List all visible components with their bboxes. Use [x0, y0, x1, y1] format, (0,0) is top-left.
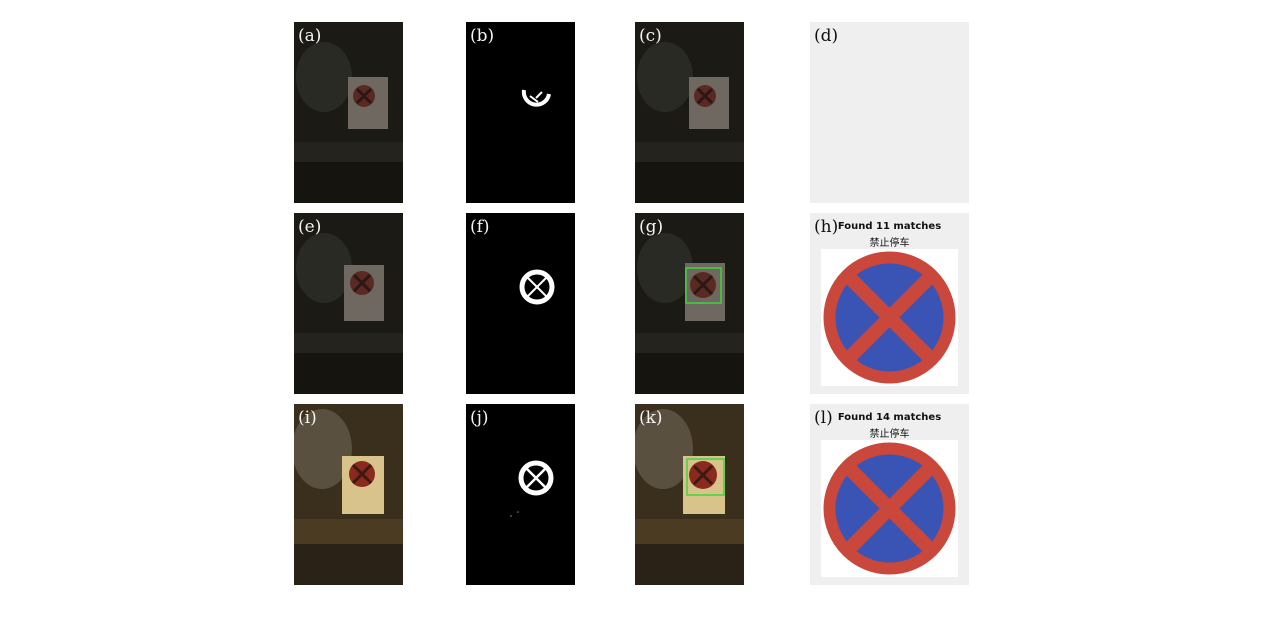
panel-label-j: (j)	[470, 408, 489, 428]
lit-photo-sign	[294, 404, 403, 585]
panel-label-d: (d)	[814, 26, 839, 46]
match-subtitle: 禁止停车	[869, 238, 910, 249]
panel-e: (e)	[294, 213, 403, 394]
binary-mask	[466, 22, 575, 203]
panel-label-e: (e)	[298, 217, 322, 237]
no-parking-sign-icon	[821, 249, 958, 386]
panel-a: (a)	[294, 22, 403, 203]
match-title: Found 14 matches	[837, 412, 942, 423]
night-photo-sign	[294, 22, 403, 203]
panel-l: (l) Found 14 matches 禁止停车	[810, 404, 969, 585]
panel-c: (c)	[635, 22, 744, 203]
panel-label-c: (c)	[639, 26, 662, 46]
panel-d: (d)	[810, 22, 969, 203]
match-title: Found 11 matches	[837, 221, 942, 232]
panel-f: (f)	[466, 213, 575, 394]
binary-mask	[466, 404, 575, 585]
panel-label-g: (g)	[639, 217, 664, 237]
panel-label-k: (k)	[639, 408, 663, 428]
lit-photo-sign-detected	[635, 404, 744, 585]
panel-g: (g)	[635, 213, 744, 394]
no-parking-sign-icon	[821, 440, 958, 577]
panel-label-l: (l)	[814, 408, 833, 428]
panel-h: (h) Found 11 matches 禁止停车	[810, 213, 969, 394]
night-photo-sign	[635, 22, 744, 203]
match-subtitle: 禁止停车	[869, 429, 910, 440]
panel-label-a: (a)	[298, 26, 322, 46]
panel-k: (k)	[635, 404, 744, 585]
panel-label-b: (b)	[470, 26, 495, 46]
panel-label-i: (i)	[298, 408, 317, 428]
binary-mask	[466, 213, 575, 394]
night-photo-sign-detected	[635, 213, 744, 394]
night-photo-sign	[294, 213, 403, 394]
panel-j: (j)	[466, 404, 575, 585]
panel-label-h: (h)	[814, 217, 839, 237]
detection-box	[686, 458, 725, 496]
panel-label-f: (f)	[470, 217, 490, 237]
detection-box	[685, 267, 722, 304]
panel-i: (i)	[294, 404, 403, 585]
panel-b: (b)	[466, 22, 575, 203]
